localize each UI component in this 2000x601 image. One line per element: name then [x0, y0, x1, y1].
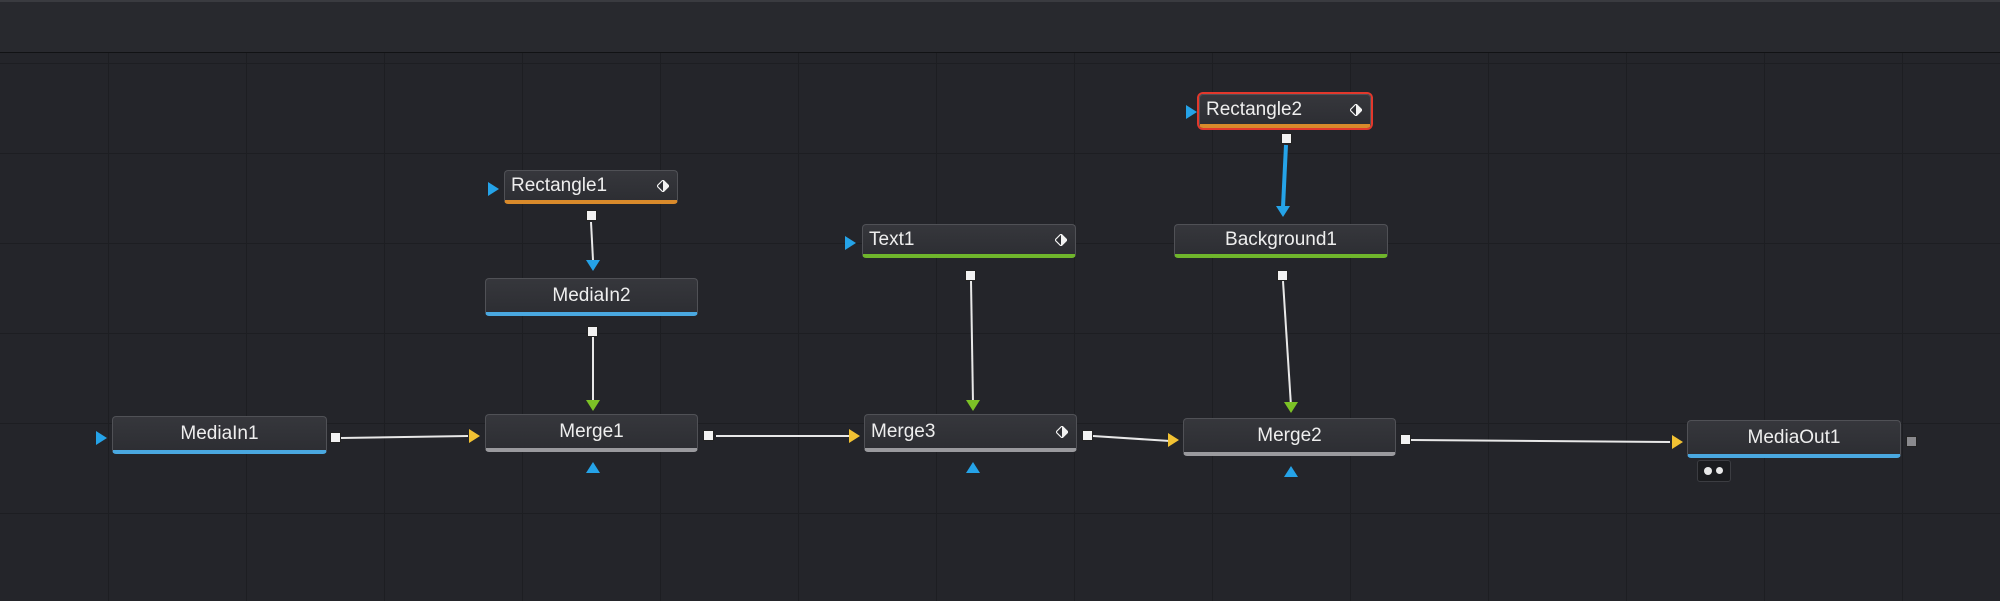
merge1-background-input[interactable] [469, 429, 480, 443]
toolbar [0, 0, 2000, 53]
node-background1[interactable]: Background1 [1174, 224, 1388, 258]
keyframe-diamond-icon [1056, 425, 1068, 438]
merge3-output-port[interactable] [1082, 430, 1093, 441]
merge2-foreground-input[interactable] [1284, 402, 1298, 413]
mediaout1-input[interactable] [1672, 435, 1683, 449]
node-mediain1-label: MediaIn1 [180, 423, 259, 444]
wire-rectangle1-mediain2 [590, 221, 594, 261]
viewer-1-dot [1704, 467, 1712, 475]
node-text1-label: Text1 [869, 229, 915, 250]
node-merge2[interactable]: Merge2 [1183, 418, 1396, 456]
node-merge1-label: Merge1 [559, 421, 624, 442]
node-text1[interactable]: Text1 [862, 224, 1076, 258]
rectangle2-mask-input[interactable] [1186, 105, 1197, 119]
node-background1-label: Background1 [1225, 229, 1337, 250]
mediain1-input[interactable] [96, 431, 107, 445]
rectangle2-output-port[interactable] [1281, 133, 1292, 144]
node-merge3-label: Merge3 [871, 421, 936, 442]
keyframe-diamond-icon [657, 179, 669, 192]
mediain1-output-port[interactable] [330, 432, 341, 443]
node-mediain2[interactable]: MediaIn2 [485, 278, 698, 316]
merge1-output-port[interactable] [703, 430, 714, 441]
merge3-foreground-input[interactable] [966, 400, 980, 411]
merge1-foreground-input[interactable] [586, 400, 600, 411]
background1-input[interactable] [1276, 206, 1290, 217]
wire-merge2-mediaout1 [1410, 439, 1671, 443]
node-merge1[interactable]: Merge1 [485, 414, 698, 452]
node-rectangle1[interactable]: Rectangle1 [504, 170, 678, 204]
wire-rectangle2-background1 [1281, 144, 1288, 208]
background1-output-port[interactable] [1277, 270, 1288, 281]
node-rectangle2[interactable]: Rectangle2 [1199, 94, 1371, 128]
viewer-2-dot [1716, 467, 1723, 474]
node-rectangle1-label: Rectangle1 [511, 175, 608, 196]
merge2-output-port[interactable] [1400, 434, 1411, 445]
merge3-mask-input[interactable] [966, 462, 980, 473]
wire-text1-merge3 [970, 280, 974, 404]
toolbar-top-border [0, 0, 2000, 2]
merge1-mask-input[interactable] [586, 462, 600, 473]
viewer-toggle-icon[interactable] [1697, 460, 1731, 482]
wire-background1-merge2 [1282, 280, 1292, 407]
node-editor-canvas[interactable] [0, 53, 2000, 601]
node-merge2-label: Merge2 [1257, 425, 1322, 446]
node-mediain1[interactable]: MediaIn1 [112, 416, 327, 454]
node-rectangle2-label: Rectangle2 [1206, 99, 1303, 120]
node-mediaout1[interactable]: MediaOut1 [1687, 420, 1901, 458]
node-merge3[interactable]: Merge3 [864, 414, 1077, 452]
node-mediain2-label: MediaIn2 [552, 285, 631, 306]
merge2-mask-input[interactable] [1284, 466, 1298, 477]
node-mediaout1-label: MediaOut1 [1747, 427, 1841, 448]
merge2-background-input[interactable] [1168, 433, 1179, 447]
merge3-background-input[interactable] [849, 429, 860, 443]
text1-mask-input[interactable] [845, 236, 856, 250]
keyframe-diamond-icon [1350, 103, 1362, 116]
wire-mediain1-merge1 [340, 435, 469, 439]
rectangle1-output-port[interactable] [586, 210, 597, 221]
mediain2-output-port[interactable] [587, 326, 598, 337]
mediaout1-output-port[interactable] [1906, 436, 1917, 447]
text1-output-port[interactable] [965, 270, 976, 281]
wire-merge3-merge2 [1092, 435, 1171, 442]
rectangle1-mask-input[interactable] [488, 182, 499, 196]
mediain2-input[interactable] [586, 260, 600, 271]
keyframe-diamond-icon [1055, 233, 1067, 246]
